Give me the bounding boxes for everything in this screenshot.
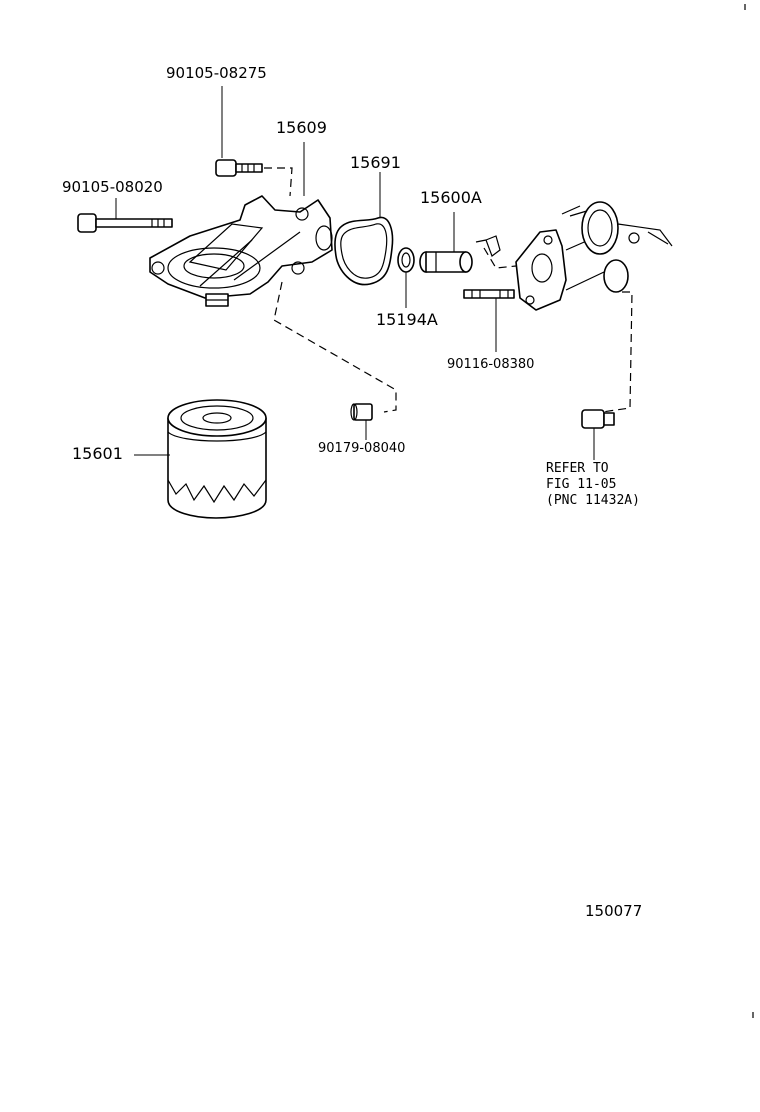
oil-filter-part[interactable]: [167, 399, 267, 519]
engine-block-section: [475, 201, 673, 311]
stud-part[interactable]: [463, 289, 515, 299]
drain-plug-part[interactable]: [350, 403, 373, 421]
relief-valve-part[interactable]: [419, 251, 473, 273]
label-relief-valve: 15600A: [420, 188, 482, 207]
top-bolt-part[interactable]: [215, 159, 263, 177]
label-refer-line2: FIG 11-05: [546, 477, 617, 492]
label-refer-line1: REFER TO: [546, 461, 609, 476]
plug-dash: [273, 281, 397, 413]
filter-bracket-part[interactable]: [149, 195, 333, 307]
label-refer-line3: (PNC 11432A): [546, 493, 640, 508]
label-top-bolt: 90105-08275: [166, 64, 267, 82]
label-oil-filter: 15601: [72, 444, 123, 463]
refer-plug-part[interactable]: [581, 409, 615, 429]
gasket-part[interactable]: [334, 216, 394, 286]
label-o-ring: 15194A: [376, 310, 438, 329]
refer-plug-dash: [601, 291, 633, 413]
label-drain-plug: 90179-08040: [318, 441, 406, 456]
figure-id: 150077: [585, 902, 643, 920]
long-bolt-part[interactable]: [77, 213, 173, 233]
o-ring-part[interactable]: [397, 247, 415, 273]
label-bracket: 15609: [276, 118, 327, 137]
label-stud: 90116-08380: [447, 357, 535, 372]
top-bolt-dash: [264, 167, 293, 197]
valve-dash: [483, 247, 517, 269]
label-long-bolt: 90105-08020: [62, 178, 163, 196]
label-gasket: 15691: [350, 153, 401, 172]
